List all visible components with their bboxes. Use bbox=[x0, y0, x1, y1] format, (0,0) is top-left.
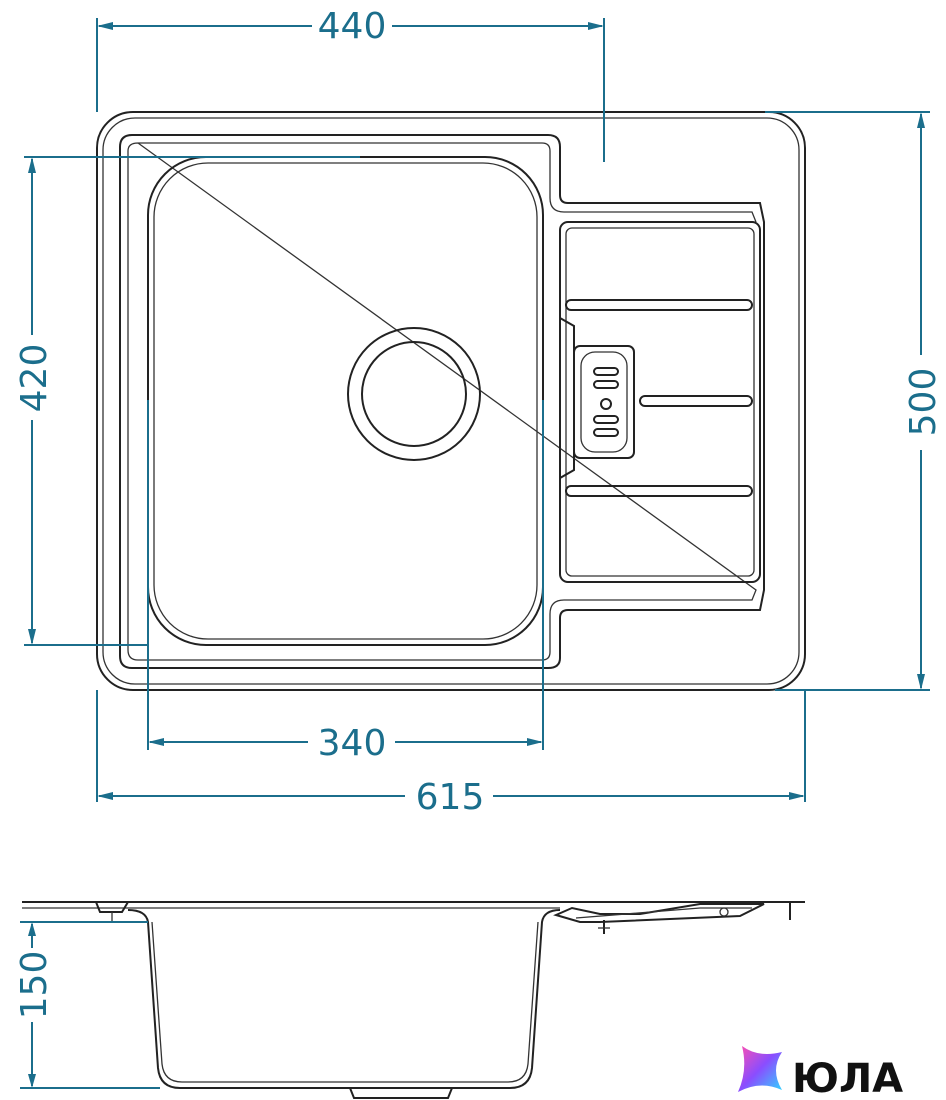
dimension-420-label: 420 bbox=[14, 344, 55, 413]
drainboard-inner bbox=[565, 227, 755, 577]
bowl-profile-inner bbox=[151, 921, 539, 1083]
logo-text: ЮЛА bbox=[792, 1056, 903, 1100]
overflow-plate-inner bbox=[580, 351, 628, 453]
side-view bbox=[22, 901, 805, 1099]
overflow-side-hole bbox=[719, 907, 729, 917]
drain-inner-ring bbox=[361, 341, 467, 447]
overflow-plate bbox=[573, 345, 635, 459]
overflow-slot-4 bbox=[593, 428, 619, 437]
brand-logo: ЮЛА bbox=[738, 1046, 903, 1100]
drainboard-rib-middle bbox=[639, 395, 753, 407]
dimension-615-label: 615 bbox=[416, 777, 485, 818]
dimension-615: 615 bbox=[96, 690, 806, 818]
bowl-inner bbox=[153, 162, 538, 640]
drainboard-rib-bottom bbox=[565, 485, 753, 497]
overflow-slot-2 bbox=[593, 380, 619, 389]
dimension-150: 150 bbox=[14, 921, 160, 1089]
rim-left-clip bbox=[95, 901, 129, 913]
recess-outline bbox=[119, 134, 765, 669]
dimension-340: 340 bbox=[147, 400, 544, 764]
logo-star-icon bbox=[738, 1046, 782, 1092]
bowl-outline bbox=[147, 156, 544, 646]
overflow-slot-1 bbox=[593, 367, 619, 376]
drainboard-rib-top bbox=[565, 299, 753, 311]
dimension-440-label: 440 bbox=[318, 6, 387, 47]
dimension-500: 500 bbox=[765, 111, 944, 691]
dimension-150-label: 150 bbox=[14, 951, 55, 1020]
drain-bottom bbox=[349, 1087, 453, 1099]
dimension-340-label: 340 bbox=[318, 723, 387, 764]
overflow-slot-3 bbox=[593, 415, 619, 424]
drainboard-profile-inner bbox=[575, 907, 752, 919]
overflow-screw bbox=[600, 398, 612, 410]
dimension-500-label: 500 bbox=[903, 368, 944, 437]
bowl-profile bbox=[127, 909, 561, 1089]
drain-outer-ring bbox=[347, 327, 481, 461]
top-view bbox=[96, 111, 806, 691]
dimension-420: 420 bbox=[14, 156, 360, 646]
dimension-440: 440 bbox=[96, 6, 605, 162]
sink-outer-rim bbox=[96, 111, 806, 691]
drainboard-area bbox=[559, 221, 761, 583]
sink-outer-rim-inner bbox=[102, 117, 800, 685]
drainboard-profile bbox=[553, 903, 765, 923]
overflow-frame bbox=[559, 316, 575, 480]
